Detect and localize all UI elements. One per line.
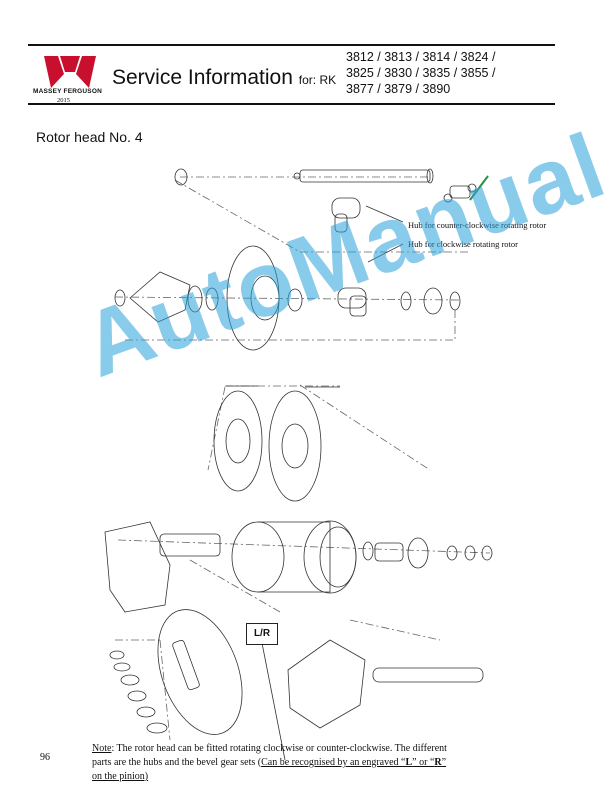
note-text: on the pinion): [92, 771, 149, 782]
note-text: : The rotor head can be fitted rotating …: [111, 743, 447, 754]
page-title: Service Information for: RK: [112, 66, 336, 90]
section-title: Rotor head No. 4: [36, 129, 143, 145]
brand-year: 2015: [57, 97, 70, 104]
model-line: 3877 / 3879 / 3890: [346, 82, 451, 96]
note-underlined-text: Can be recognised by an engraved “L” or …: [261, 757, 446, 768]
brand-name: MASSEY FERGUSON: [33, 88, 102, 95]
title-text: Service Information: [112, 66, 293, 89]
header-top-rule: [28, 44, 555, 46]
callout-hub-cw: Hub for clockwise rotating rotor: [408, 239, 518, 249]
note-line: parts are the hubs and the bevel gear se…: [92, 756, 512, 770]
letter-l: L: [405, 757, 413, 768]
letter-r: R: [434, 757, 442, 768]
header-bottom-rule: [28, 103, 555, 105]
page-number: 96: [40, 752, 50, 763]
callout-hub-ccw: Hub for counter-clockwise rotating rotor: [408, 220, 547, 230]
model-line: 3812 / 3813 / 3814 / 3824 /: [346, 50, 496, 64]
title-suffix: for: RK: [298, 73, 337, 87]
note-line: on the pinion): [92, 770, 512, 784]
model-list: 3812 / 3813 / 3814 / 3824 / 3825 / 3830 …: [346, 49, 546, 97]
note-close-quote: ”: [441, 757, 447, 768]
model-line: 3825 / 3830 / 3835 / 3855 /: [346, 66, 496, 80]
note-text: parts are the hubs and the bevel gear se…: [92, 757, 262, 768]
note-line: Note: The rotor head can be fitted rotat…: [92, 742, 512, 756]
lr-label-box: L/R: [246, 623, 278, 645]
note-or-text: ” or “: [412, 757, 435, 768]
brand-logo: [38, 52, 102, 102]
note-paragraph: Note: The rotor head can be fitted rotat…: [92, 742, 512, 784]
note-engraved-text: Can be recognised by an engraved “: [261, 757, 406, 768]
note-label: Note: [92, 743, 112, 754]
